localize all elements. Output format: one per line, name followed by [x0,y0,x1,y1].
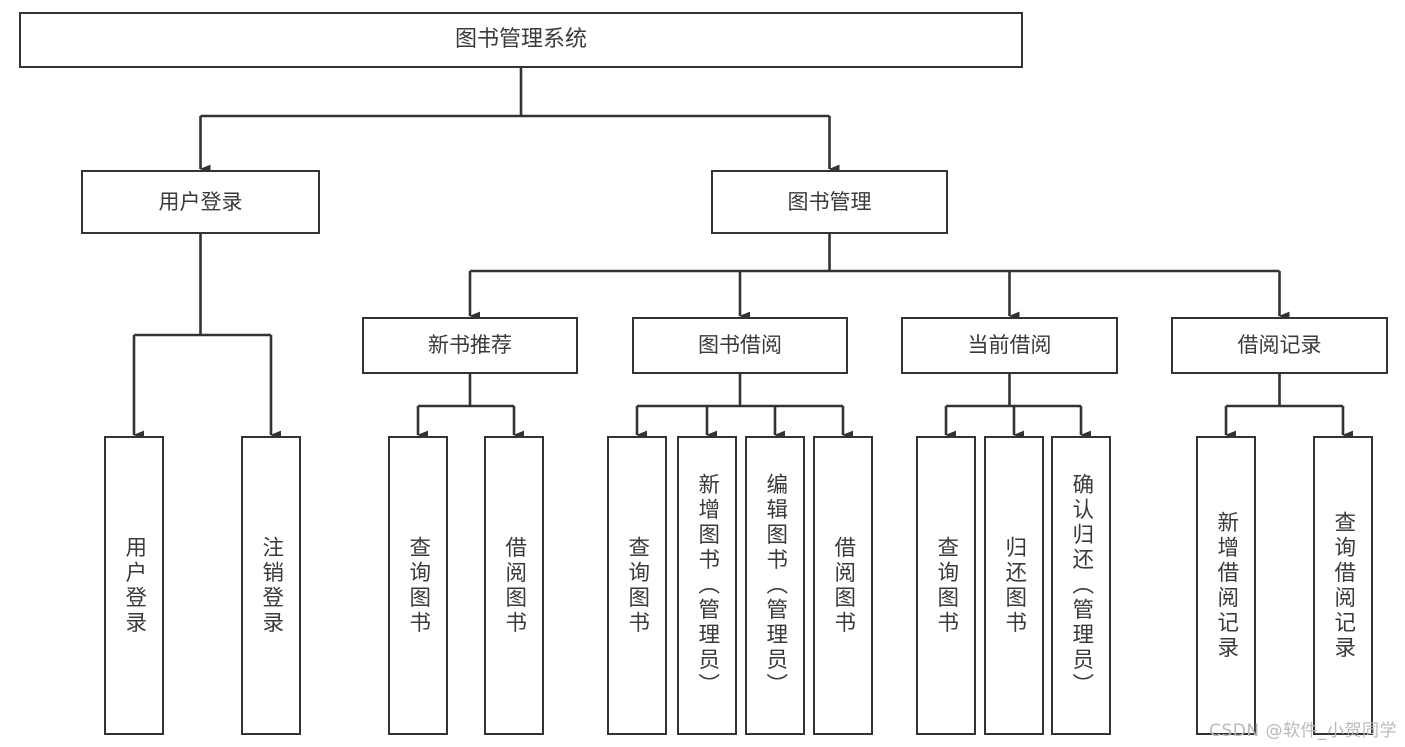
node-leaf-borrow-book-2-label: 借阅图书 [830,535,856,636]
node-leaf-query-book-2-label: 查询图书 [624,535,650,636]
node-leaf-query-book-1[interactable]: 查询图书 [388,436,448,735]
node-book-manage-label: 图书管理 [787,189,872,214]
node-borrow-record-label: 借阅记录 [1237,333,1322,358]
node-borrow-record[interactable]: 借阅记录 [1171,317,1388,374]
node-leaf-add-book-label: 新增图书（管理员） [694,473,720,698]
node-leaf-borrow-book-2[interactable]: 借阅图书 [813,436,873,735]
node-user-login-label: 用户登录 [158,189,243,214]
node-new-book-recommend[interactable]: 新书推荐 [362,317,578,374]
node-leaf-query-record[interactable]: 查询借阅记录 [1313,436,1373,735]
node-leaf-return-book[interactable]: 归还图书 [984,436,1044,735]
node-leaf-query-record-label: 查询借阅记录 [1330,510,1356,661]
node-leaf-confirm-return[interactable]: 确认归还（管理员） [1051,436,1111,735]
node-leaf-add-record-label: 新增借阅记录 [1213,510,1239,661]
node-leaf-add-book[interactable]: 新增图书（管理员） [677,436,737,735]
node-book-borrow[interactable]: 图书借阅 [632,317,848,374]
node-leaf-query-book-3[interactable]: 查询图书 [916,436,976,735]
node-leaf-return-book-label: 归还图书 [1001,535,1027,636]
node-leaf-confirm-return-label: 确认归还（管理员） [1068,473,1094,698]
node-user-login[interactable]: 用户登录 [81,170,320,234]
node-book-manage[interactable]: 图书管理 [711,170,948,234]
node-root[interactable]: 图书管理系统 [19,12,1023,68]
node-leaf-logout-label: 注销登录 [258,535,284,636]
node-leaf-query-book-2[interactable]: 查询图书 [607,436,667,735]
node-new-book-recommend-label: 新书推荐 [428,333,512,358]
node-leaf-query-book-1-label: 查询图书 [405,535,431,636]
node-current-borrow-label: 当前借阅 [967,333,1052,358]
node-leaf-user-login-label: 用户登录 [121,535,147,636]
node-root-label: 图书管理系统 [454,26,587,52]
node-leaf-edit-book[interactable]: 编辑图书（管理员） [745,436,805,735]
node-leaf-user-login[interactable]: 用户登录 [104,436,164,735]
watermark-text: CSDN @软件_小贺同学 [1209,721,1397,741]
node-leaf-add-record[interactable]: 新增借阅记录 [1196,436,1256,735]
node-book-borrow-label: 图书借阅 [698,333,782,358]
node-leaf-logout[interactable]: 注销登录 [241,436,301,735]
node-leaf-borrow-book-1-label: 借阅图书 [501,535,527,636]
node-leaf-borrow-book-1[interactable]: 借阅图书 [484,436,544,735]
node-current-borrow[interactable]: 当前借阅 [901,317,1118,374]
node-leaf-edit-book-label: 编辑图书（管理员） [762,473,788,698]
node-leaf-query-book-3-label: 查询图书 [933,535,959,636]
